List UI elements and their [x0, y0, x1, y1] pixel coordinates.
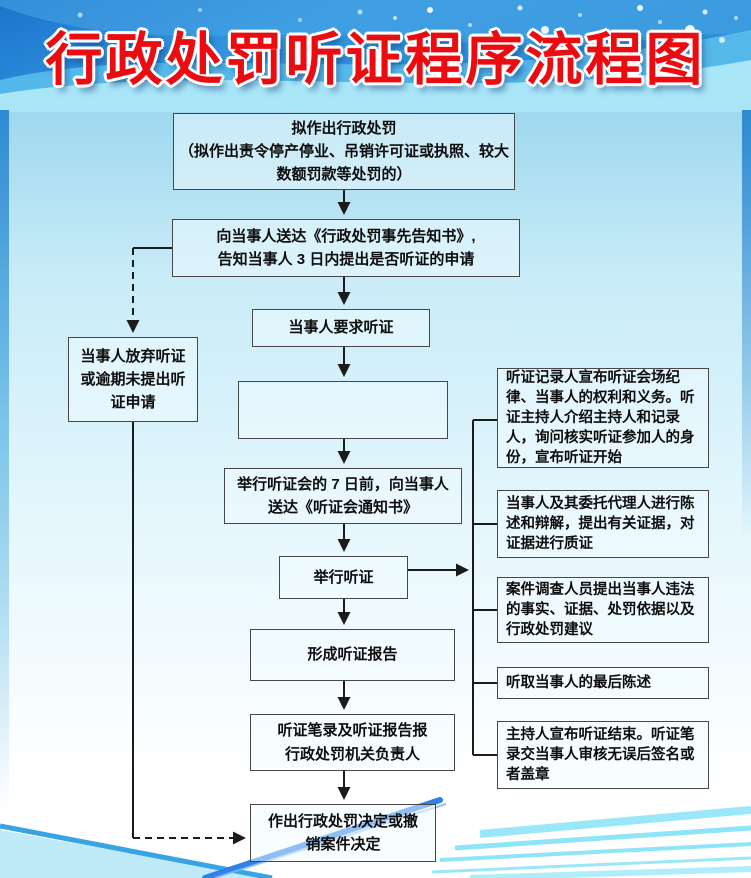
step-propose-penalty-label: 拟作出行政处罚 （拟作出责令停产停业、吊销许可证或执照、较大 数额罚款等处罚的）	[178, 119, 509, 184]
banner-background-art	[0, 0, 751, 112]
step-hearing-notice-label: 举行听证会的 7 日前，向当事人 送达《听证会通知书》	[237, 475, 449, 516]
step-submit-records-label: 听证笔录及听证报告报 行政处罚机关负责人	[277, 722, 428, 763]
step-hearing-report-box: 形成听证报告	[250, 629, 455, 681]
hearing-detail-final-statement-box: 听取当事人的最后陈述	[497, 667, 709, 699]
step-waive-hearing-box: 当事人放弃听证 或逾期未提出听 证申请	[68, 337, 198, 422]
left-edge-decoration	[0, 110, 9, 810]
step-final-decision-box: 作出行政处罚决定或撤 销案件决定	[250, 804, 436, 862]
sparkle-dots	[77, 5, 738, 47]
hearing-detail-close-label: 主持人宣布听证结束。听证笔录交当事人审核无误后签名或者盖章	[506, 727, 695, 783]
step-hearing-notice-box: 举行听证会的 7 日前，向当事人 送达《听证会通知书》	[224, 468, 462, 524]
step-hold-hearing-label: 举行听证	[313, 568, 374, 586]
hearing-detail-investigator-label: 案件调查人员提出当事人违法的事实、证据、处罚依据以及行政处罚建议	[506, 582, 695, 638]
hearing-detail-final-statement-label: 听取当事人的最后陈述	[506, 675, 651, 691]
hearing-detail-close-box: 主持人宣布听证结束。听证笔录交当事人审核无误后签名或者盖章	[497, 721, 709, 789]
hearing-detail-open-label: 听证记录人宣布听证会场纪律、当事人的权利和义务。听证主持人介绍主持人和记录人，询…	[506, 370, 695, 466]
hearing-detail-statement-label: 当事人及其委托代理人进行陈述和辩解，提出有关证据，对证据进行质证	[506, 496, 695, 552]
step-final-decision-label: 作出行政处罚决定或撤 销案件决定	[267, 812, 418, 853]
hearing-detail-statement-box: 当事人及其委托代理人进行陈述和辩解，提出有关证据，对证据进行质证	[497, 490, 709, 558]
step-prior-notice-box: 向当事人送达《行政处罚事先告知书》, 告知当事人 3 日内提出是否听证的申请	[172, 219, 520, 277]
banner: 行政处罚听证程序流程图	[0, 0, 751, 112]
step-hold-hearing-box: 举行听证	[279, 556, 408, 599]
step-blank-box	[238, 381, 448, 439]
step-prior-notice-label: 向当事人送达《行政处罚事先告知书》, 告知当事人 3 日内提出是否听证的申请	[216, 227, 476, 268]
step-waive-hearing-label: 当事人放弃听证 或逾期未提出听 证申请	[80, 347, 186, 412]
hearing-detail-open-box: 听证记录人宣布听证会场纪律、当事人的权利和义务。听证主持人介绍主持人和记录人，询…	[497, 368, 709, 468]
step-submit-records-box: 听证笔录及听证报告报 行政处罚机关负责人	[250, 714, 455, 771]
step-request-hearing-label: 当事人要求听证	[288, 319, 394, 337]
step-hearing-report-label: 形成听证报告	[307, 646, 398, 664]
hearing-detail-investigator-box: 案件调查人员提出当事人违法的事实、证据、处罚依据以及行政处罚建议	[497, 577, 709, 643]
step-propose-penalty-box: 拟作出行政处罚 （拟作出责令停产停业、吊销许可证或执照、较大 数额罚款等处罚的）	[173, 113, 515, 190]
page-title: 行政处罚听证程序流程图	[45, 28, 706, 92]
right-edge-decoration	[742, 110, 751, 540]
step-request-hearing-box: 当事人要求听证	[252, 309, 430, 347]
